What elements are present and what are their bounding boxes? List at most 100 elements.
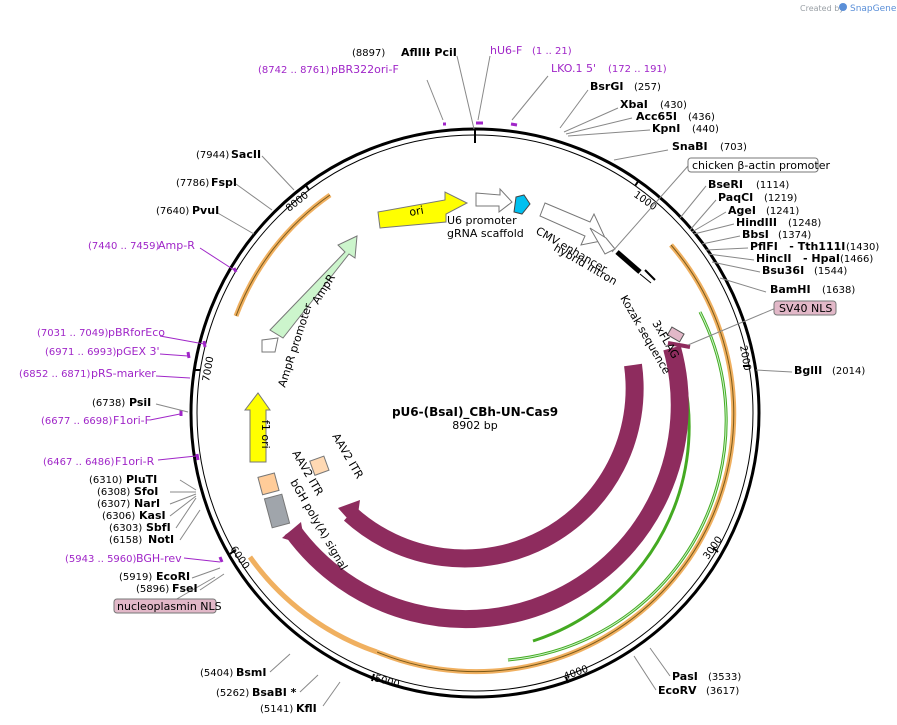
- leader-psii: [155, 403, 189, 413]
- site-name-bsu36i[interactable]: Bsu36I: [762, 264, 804, 277]
- site-name-bsrgi[interactable]: BsrGI: [590, 80, 623, 93]
- site-pos-pflfi: (1430): [846, 242, 879, 253]
- site-name-xbai[interactable]: XbaI: [620, 98, 648, 111]
- site-pos-kasi: (6306): [102, 511, 135, 522]
- site-name-ecorv[interactable]: EcoRV: [658, 684, 697, 697]
- site-pos-aflIII: (8897): [352, 48, 385, 59]
- primer-name-prs[interactable]: pRS-marker: [91, 367, 156, 380]
- site-name-pvui[interactable]: PvuI: [192, 204, 219, 217]
- snapgene-brand: SnapGene: [850, 4, 897, 14]
- tick-label-5000: 5000: [373, 673, 400, 690]
- site-name-bsmi[interactable]: BsmI: [236, 666, 267, 679]
- tick-8000: [304, 183, 310, 191]
- primer-name-f1ori-r[interactable]: F1ori-R: [115, 455, 155, 468]
- leader-agei: [691, 211, 727, 233]
- site-name-noti[interactable]: NotI: [148, 533, 174, 546]
- f1-ori-label: f1 ori: [259, 420, 272, 449]
- leader-f1ori-r: [157, 455, 197, 461]
- sv40-nls-box[interactable]: [773, 300, 837, 316]
- cas9-inner-arc: [343, 363, 644, 568]
- site-pos-sacii: (7944): [196, 150, 229, 161]
- primer-name-pbrforeco[interactable]: pBRforEco: [108, 326, 165, 339]
- leader-hu6: [477, 55, 491, 121]
- leader-bsabi: [299, 674, 319, 693]
- u6-promoter-arrow: [475, 187, 513, 214]
- chicken-actin-box[interactable]: [687, 157, 819, 173]
- primer-name-hu6[interactable]: hU6-F: [490, 44, 522, 57]
- flag-feature: [666, 326, 685, 343]
- site-name-nari[interactable]: NarI: [134, 497, 160, 510]
- tick-5000: [371, 673, 375, 682]
- site-pos-hindiii: (1248): [788, 218, 821, 229]
- site-name-pluti[interactable]: PluTI: [126, 473, 157, 486]
- orange-arc-lower: [247, 555, 378, 655]
- leader-xbai: [563, 107, 619, 133]
- site-name-aflIII[interactable]: AflIII: [401, 46, 430, 59]
- leader-bbsi: [701, 235, 741, 245]
- nucleoplasmin-nls-box[interactable]: [113, 598, 217, 614]
- site-name-psii[interactable]: PsiI: [129, 396, 151, 409]
- site-name-paqci[interactable]: PaqCI: [718, 191, 753, 204]
- grna-scaffold-feature: [513, 194, 531, 215]
- site-name-pasi[interactable]: PasI: [672, 670, 698, 683]
- leader-hincii: [707, 253, 755, 261]
- primer-pos-bgh: (5943 .. 5960): [65, 554, 137, 565]
- site-pos-snabi: (703): [720, 142, 747, 153]
- site-name-snabi[interactable]: SnaBI: [672, 140, 708, 153]
- leader-aflIII: [456, 55, 475, 130]
- leader-bsmi: [269, 653, 291, 673]
- site-name-sacii[interactable]: SacII: [231, 148, 261, 161]
- site-name-bsabi[interactable]: BsaBI *: [252, 686, 297, 699]
- ori-arrow: [377, 191, 469, 229]
- created-by-text: Created by: [800, 4, 844, 13]
- site-name-fsei[interactable]: FseI: [172, 582, 198, 595]
- primer-name-pbr322[interactable]: pBR322ori-F: [331, 63, 399, 76]
- site-pos-bamhi: (1638): [822, 285, 855, 296]
- leader-sacii: [261, 155, 295, 191]
- leader-pflfi: [705, 247, 749, 251]
- site-name-acc65i[interactable]: Acc65I: [636, 110, 677, 123]
- site-name-bbsi[interactable]: BbsI: [742, 228, 769, 241]
- site-name-fspi[interactable]: FspI: [211, 176, 237, 189]
- site-name-pcii[interactable]: - PciI: [426, 46, 457, 59]
- site-name-kpni[interactable]: KpnI: [652, 122, 680, 135]
- site-pos-bsmi: (5404): [200, 668, 233, 679]
- primer-pos-lko: (172 .. 191): [608, 64, 667, 75]
- site-name-agei[interactable]: AgeI: [728, 204, 756, 217]
- site-name-ecori[interactable]: EcoRI: [156, 570, 190, 583]
- site-pos-xbai: (430): [660, 100, 687, 111]
- primer-name-ampr[interactable]: Amp-R: [158, 239, 195, 252]
- leader-bgh-rev: [183, 557, 221, 563]
- sv40-nls-label: SV40 NLS: [779, 302, 832, 315]
- site-name-kfli[interactable]: KflI: [296, 702, 317, 715]
- cas9-outer-arc: [284, 345, 689, 629]
- primer-name-bgh[interactable]: BGH-rev: [136, 552, 182, 565]
- site-name-hindiii[interactable]: HindIII: [736, 216, 777, 229]
- cas9-inner-arrowhead: [338, 500, 360, 528]
- primer-name-f1ori-f[interactable]: F1ori-F: [113, 414, 151, 427]
- site-name-bamhi[interactable]: BamHI: [770, 283, 811, 296]
- site-name-bglii[interactable]: BglII: [794, 364, 822, 377]
- kozak-marker: [644, 269, 656, 281]
- leader-amp-r: [199, 247, 235, 271]
- primer-name-lko[interactable]: LKO.1 5': [551, 62, 596, 75]
- leader-sbfi: [175, 497, 197, 529]
- tick-4000: [565, 676, 569, 684]
- cmv-enhancer-arrow: [539, 202, 607, 246]
- primer-mark-pbrforeco: [202, 340, 207, 348]
- site-name-hincii[interactable]: HincII - HpaI: [756, 252, 840, 265]
- site-name-sfoi[interactable]: SfoI: [134, 485, 158, 498]
- site-name-bseri[interactable]: BseRI: [708, 178, 743, 191]
- primer-name-pgex[interactable]: pGEX 3': [116, 345, 160, 358]
- leader-ecorv: [633, 655, 657, 691]
- site-pos-fsei: (5896): [136, 584, 169, 595]
- leader-pluti: [179, 479, 197, 491]
- site-name-pflfi[interactable]: PflFI - Tth111I: [750, 240, 845, 253]
- site-pos-bsrgi: (257): [634, 82, 661, 93]
- site-name-sbfi[interactable]: SbfI: [146, 521, 171, 534]
- site-pos-ecori: (5919): [119, 572, 152, 583]
- site-name-kasi[interactable]: KasI: [139, 509, 166, 522]
- ampr-arrow: [269, 235, 358, 339]
